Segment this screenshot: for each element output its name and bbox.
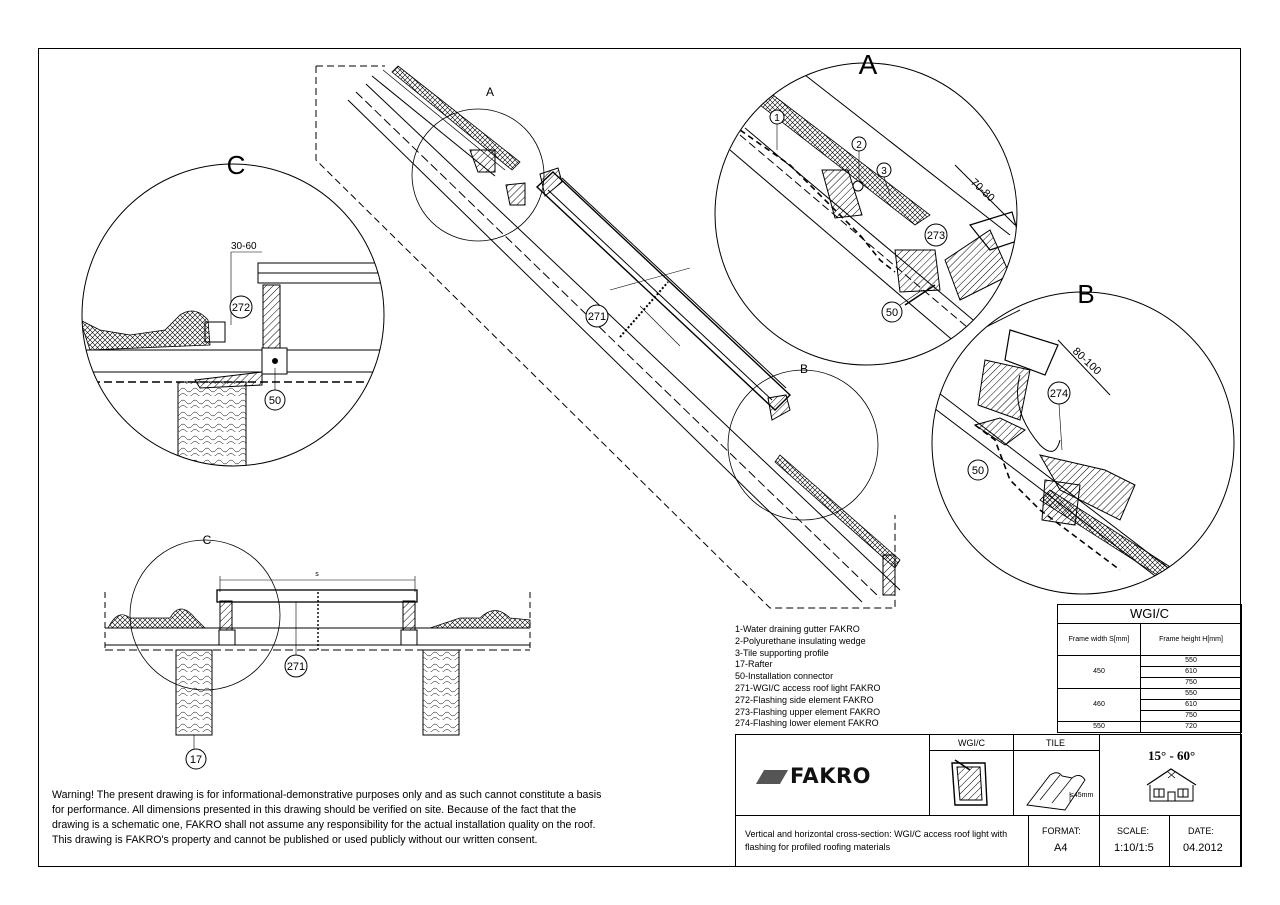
callout-50-b: 50 <box>967 459 989 481</box>
date-label: DATE: <box>1188 826 1214 836</box>
table-cell: 550 <box>1140 688 1242 700</box>
scale-label: SCALE: <box>1117 826 1150 836</box>
callout-271-horiz: 271 <box>284 654 308 678</box>
detail-c-marker: C <box>203 533 212 547</box>
svg-text:C: C <box>227 150 246 180</box>
format-label: FORMAT: <box>1042 826 1081 836</box>
svg-text:50: 50 <box>269 395 281 407</box>
size-table: WGI/C Frame width S[mm] Frame height H[m… <box>1057 604 1242 733</box>
table-cell: 610 <box>1140 666 1242 678</box>
svg-text:50: 50 <box>886 307 898 319</box>
legend-item: 17-Rafter <box>735 659 773 670</box>
product-column-label: WGI/C <box>958 738 985 748</box>
tile-max-dimension: ≤45mm <box>1070 792 1093 799</box>
roof-pitch-range: 15° - 60° <box>1148 748 1196 763</box>
svg-text:A: A <box>859 49 878 80</box>
svg-text:274: 274 <box>1050 388 1068 400</box>
callout-272: 272 <box>229 295 253 319</box>
callout-271-diag: 271 <box>585 304 609 328</box>
house-icon <box>1146 768 1197 802</box>
date-cell <box>1169 815 1242 867</box>
legend-item: 271-WGI/C access roof light FAKRO <box>735 682 881 693</box>
callout-50-a: 50 <box>881 289 923 323</box>
legend-item: 274-Flashing lower element FAKRO <box>735 718 879 729</box>
callout-17: 17 <box>185 748 207 770</box>
format-cell <box>1028 815 1100 867</box>
scale-cell <box>1099 815 1170 867</box>
svg-text:271: 271 <box>588 311 606 323</box>
format-value: A4 <box>1054 842 1068 854</box>
tile-icon <box>1026 772 1086 811</box>
svg-text:1: 1 <box>774 113 780 124</box>
legend-item: 273-Flashing upper element FAKRO <box>735 706 881 717</box>
svg-text:50: 50 <box>972 465 984 477</box>
svg-text:272: 272 <box>232 302 250 314</box>
legend-item: 2-Polyurethane insulating wedge <box>735 635 866 646</box>
svg-text:271: 271 <box>287 661 305 673</box>
drawing-border <box>38 48 1241 867</box>
table-cell: 720 <box>1140 721 1242 733</box>
window-icon <box>951 759 988 806</box>
callout-1: 1 <box>769 109 785 150</box>
table-cell: 460 <box>1057 688 1141 722</box>
table-cell: 610 <box>1140 699 1242 711</box>
callout-273: 273 <box>924 223 948 247</box>
svg-text:2: 2 <box>856 140 862 151</box>
detail-a-marker: A <box>486 85 494 99</box>
date-value: 04.2012 <box>1183 842 1223 854</box>
table-cell: 550 <box>1140 655 1242 667</box>
horizontal-section <box>104 539 531 750</box>
svg-text:17: 17 <box>190 754 202 766</box>
dimension-30-60: 30-60 <box>231 241 257 252</box>
legend-item: 272-Flashing side element FAKRO <box>735 694 874 705</box>
column-header-width: Frame width S[mm] <box>1057 623 1141 656</box>
legend-item: 3-Tile supporting profile <box>735 647 829 658</box>
detail-b-marker: B <box>800 362 808 376</box>
scale-value: 1:10/1:5 <box>1114 842 1154 854</box>
fakro-logo: FAKRO <box>755 764 871 788</box>
legend-item: 1-Water draining gutter FAKRO <box>735 624 860 634</box>
size-table-title: WGI/C <box>1057 604 1242 624</box>
detail-c: C 30-60 272 50 <box>81 150 385 467</box>
table-cell: 450 <box>1057 655 1141 689</box>
legend-item: 50-Installation connector <box>735 671 834 682</box>
table-cell: 550 <box>1057 721 1141 733</box>
legend: 1-Water draining gutter FAKRO 2-Polyuret… <box>735 624 881 730</box>
table-cell: 750 <box>1140 677 1242 689</box>
callout-3: 3 <box>876 162 892 196</box>
diagonal-section <box>315 65 901 609</box>
svg-text:B: B <box>1077 279 1094 309</box>
tile-header-cell <box>1013 734 1100 751</box>
callout-50-c: 50 <box>264 368 286 411</box>
tile-column-label: TILE <box>1046 738 1066 748</box>
column-header-height: Frame height H[mm] <box>1140 623 1242 656</box>
drawing-description: Vertical and horizontal cross-section: W… <box>745 829 1008 852</box>
callout-2: 2 <box>851 136 867 180</box>
callout-274: 274 <box>1047 381 1071 451</box>
svg-text:3: 3 <box>881 166 887 177</box>
svg-text:273: 273 <box>927 230 945 242</box>
warning-text: Warning! The present drawing is for info… <box>52 789 602 846</box>
dimension-s: s <box>315 571 319 578</box>
table-cell: 750 <box>1140 710 1242 722</box>
